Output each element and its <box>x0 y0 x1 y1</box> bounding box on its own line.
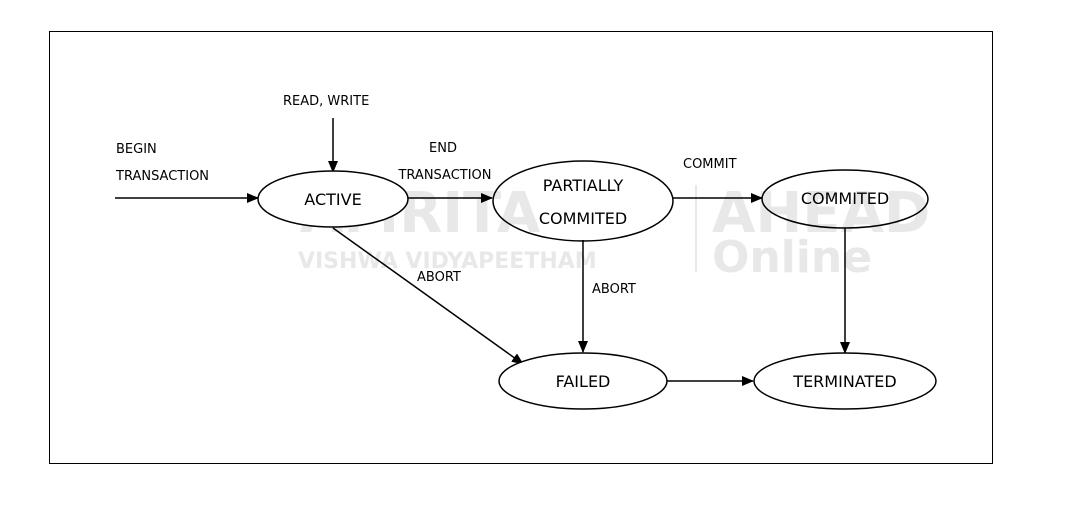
state-terminated: TERMINATED <box>753 352 937 410</box>
state-commited: COMMITED <box>761 169 929 229</box>
label-abort-active: ABORT <box>417 270 461 285</box>
watermark-sub: VISHWA VIDYAPEETHAM <box>298 249 597 274</box>
state-active: ACTIVE <box>257 170 409 228</box>
state-failed: FAILED <box>498 352 668 410</box>
label-read-write: READ, WRITE <box>283 94 369 109</box>
label-end-line2: TRANSACTION <box>397 168 491 183</box>
watermark-brand2: AHEAD <box>712 181 930 246</box>
state-partially-label-line1: PARTIALLY <box>543 176 624 195</box>
state-partially-commited: PARTIALLY COMMITED <box>492 160 674 242</box>
edge-abort-active <box>332 227 524 365</box>
label-abort-partial: ABORT <box>592 282 636 297</box>
label-commit: COMMIT <box>683 157 737 172</box>
label-end-line1: END <box>429 141 457 156</box>
label-begin-line2: TRANSACTION <box>115 169 209 184</box>
label-begin-line1: BEGIN <box>116 142 157 157</box>
state-commited-label: COMMITED <box>801 189 889 208</box>
state-active-label: ACTIVE <box>304 190 361 209</box>
state-partially-label-line2: COMMITED <box>539 209 627 228</box>
state-terminated-label: TERMINATED <box>792 372 896 391</box>
watermark-sub2: Online <box>712 232 872 283</box>
state-failed-label: FAILED <box>556 372 611 391</box>
diagram-frame <box>49 31 993 464</box>
